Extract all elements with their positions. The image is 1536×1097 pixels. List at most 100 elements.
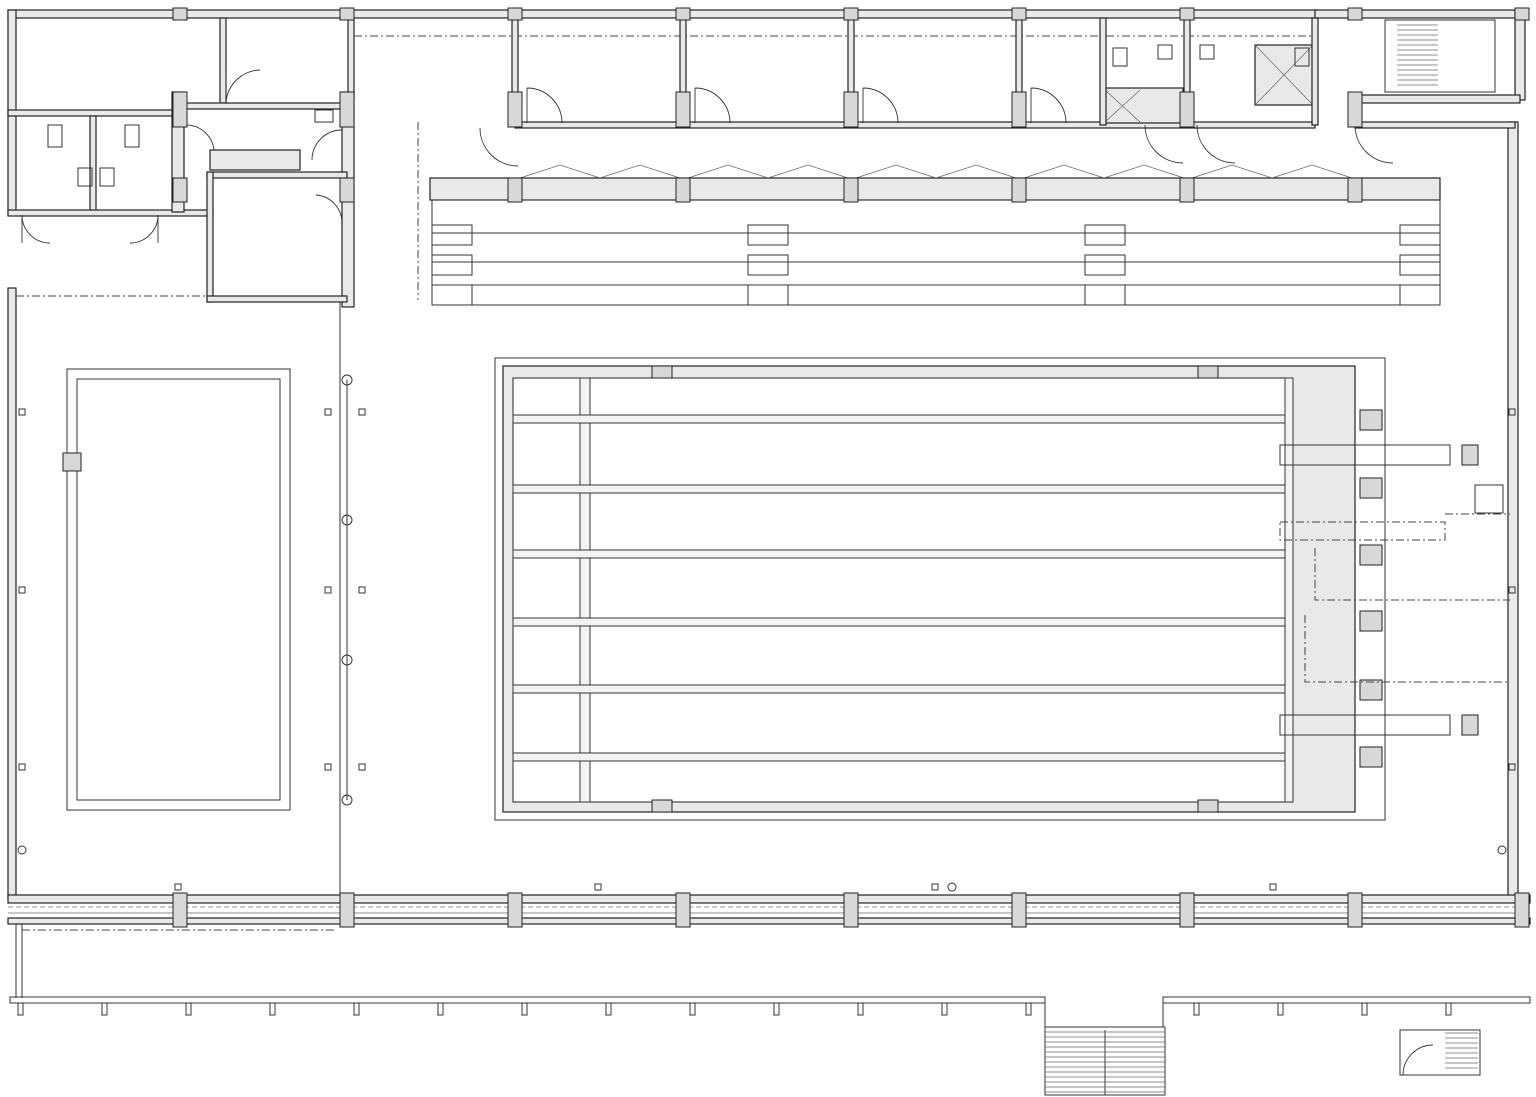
- left-service-rooms: [7, 17, 355, 895]
- bench: [431, 254, 473, 276]
- locker-door: [1023, 164, 1185, 179]
- door-swing: [1354, 124, 1394, 164]
- marker: [594, 883, 602, 891]
- column-node: [341, 514, 353, 526]
- column: [1347, 177, 1363, 203]
- column: [1179, 177, 1195, 203]
- door-swing: [862, 87, 899, 124]
- lane-divider: [512, 684, 1286, 694]
- column: [172, 177, 188, 203]
- locker-door: [519, 164, 681, 179]
- column: [843, 91, 859, 128]
- locker-door: [1191, 164, 1353, 179]
- column: [339, 7, 355, 21]
- column-node: [341, 794, 353, 806]
- terrace-post: [1025, 1002, 1032, 1016]
- marker: [324, 763, 332, 771]
- column: [843, 177, 859, 203]
- door-swing: [694, 87, 731, 124]
- column: [339, 91, 355, 128]
- column: [1347, 892, 1363, 928]
- column: [1179, 91, 1195, 128]
- top-changing-rooms: [347, 17, 1394, 167]
- column: [1011, 177, 1027, 203]
- locker-band: [417, 122, 1441, 306]
- column: [1179, 7, 1195, 21]
- bench: [747, 254, 789, 276]
- terrace-post: [1361, 1002, 1368, 1016]
- pool-ladder-icon: [1197, 799, 1219, 813]
- pool-ladder-icon: [651, 799, 673, 813]
- starting-block: [1359, 477, 1383, 499]
- column: [172, 91, 188, 128]
- lane-divider: [512, 414, 1286, 424]
- bench: [431, 224, 473, 246]
- terrace-post: [605, 1002, 612, 1016]
- column: [507, 177, 523, 203]
- marker: [174, 883, 182, 891]
- marker: [358, 586, 366, 594]
- marker: [18, 763, 26, 771]
- lane-divider: [512, 752, 1286, 762]
- bench: [431, 284, 473, 306]
- column: [843, 892, 859, 928]
- column: [1011, 91, 1027, 128]
- partition-wall: [1099, 17, 1107, 126]
- bench: [1084, 224, 1126, 246]
- bench: [1084, 284, 1126, 306]
- terrace-post: [689, 1002, 696, 1016]
- column: [1011, 892, 1027, 928]
- marker: [1508, 408, 1516, 416]
- door-swing: [479, 127, 519, 167]
- terrace-post: [773, 1002, 780, 1016]
- column: [1179, 892, 1195, 928]
- column: [172, 7, 188, 21]
- marker: [324, 586, 332, 594]
- column: [507, 91, 523, 128]
- terrace-post: [269, 1002, 276, 1016]
- terrace-post: [1277, 1002, 1284, 1016]
- pool-ladder-icon: [62, 452, 82, 472]
- marker: [358, 408, 366, 416]
- locker-door: [687, 164, 849, 179]
- bench: [747, 284, 789, 306]
- column: [339, 892, 355, 928]
- marker: [1508, 763, 1516, 771]
- terrace-post: [857, 1002, 864, 1016]
- marker: [931, 883, 939, 891]
- column-line: [341, 374, 353, 806]
- terrace-post: [941, 1002, 948, 1016]
- column: [843, 7, 859, 21]
- column: [1347, 7, 1363, 21]
- bench: [747, 224, 789, 246]
- door-swing: [1196, 124, 1236, 164]
- terrace-post: [101, 1002, 108, 1016]
- marker: [1269, 883, 1277, 891]
- terrace: [9, 924, 1531, 1096]
- main-pool: [494, 357, 1386, 821]
- marker: [18, 586, 26, 594]
- terrace-post: [185, 1002, 192, 1016]
- column: [339, 177, 355, 203]
- door-swing: [1144, 124, 1184, 164]
- teaching-pool: [62, 368, 291, 811]
- partition-wall: [1311, 17, 1319, 126]
- column: [507, 7, 523, 21]
- marker: [18, 408, 26, 416]
- pool-ladder-icon: [651, 365, 673, 379]
- marker: [1497, 845, 1507, 855]
- door-swing: [1030, 87, 1067, 124]
- starting-block: [1359, 746, 1383, 768]
- column: [1514, 7, 1530, 21]
- lane-divider: [512, 484, 1286, 494]
- pool-ladder-icon: [1197, 365, 1219, 379]
- terrace-post: [353, 1002, 360, 1016]
- column: [675, 7, 691, 21]
- bench: [1399, 284, 1441, 306]
- terrace-post: [437, 1002, 444, 1016]
- door-swing: [526, 87, 563, 124]
- marker: [358, 763, 366, 771]
- marker: [947, 882, 957, 892]
- starting-block: [1359, 679, 1383, 701]
